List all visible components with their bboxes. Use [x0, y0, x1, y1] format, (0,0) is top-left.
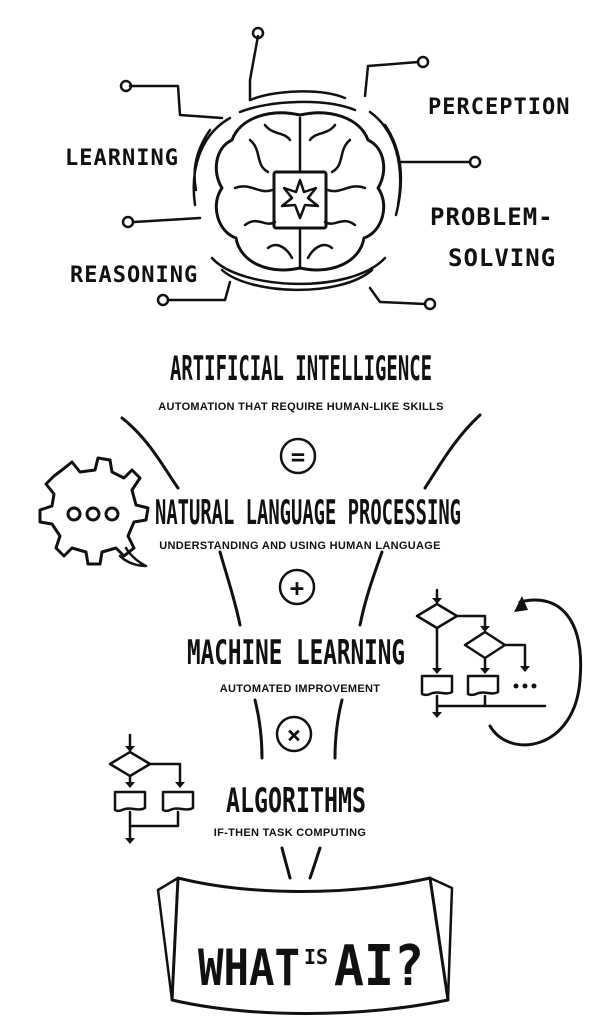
level-subtitle-ai: AUTOMATION THAT REQUIRE HUMAN-LIKE SKILL… [158, 401, 443, 413]
banner-word-what: WHAT [198, 939, 300, 997]
flowchart-loop-icon [415, 588, 583, 747]
banner-word-ai: AI? [334, 934, 424, 999]
label-solving: SOLVING [448, 244, 556, 272]
banner-word-is: IS [304, 945, 328, 969]
label-learning: LEARNING [65, 146, 179, 171]
funnel-outline [120, 413, 482, 880]
brain-chip-icon [192, 90, 403, 292]
level-title-ml: MACHINE LEARNING [187, 633, 405, 673]
equals-operator [279, 437, 317, 475]
level-subtitle-nlp: UNDERSTANDING AND USING HUMAN LANGUAGE [159, 540, 441, 552]
label-problem: PROBLEM- [430, 203, 554, 231]
operator-times: × [287, 721, 301, 749]
operator-plus: + [290, 574, 304, 602]
brain-connectors [119, 26, 482, 311]
times-operator [275, 715, 313, 753]
level-subtitle-ml: AUTOMATED IMPROVEMENT [220, 683, 381, 695]
label-reasoning: REASONING [70, 263, 198, 288]
plus-operator [278, 568, 316, 606]
level-title-nlp: NATURAL LANGUAGE PROCESSING [155, 493, 461, 533]
flowchart-icon [108, 733, 195, 844]
level-subtitle-algorithms: IF-THEN TASK COMPUTING [214, 827, 366, 839]
banner [156, 876, 454, 1015]
level-title-ai: ARTIFICIAL INTELLIGENCE [170, 349, 432, 389]
level-title-algorithms: ALGORITHMS [226, 781, 366, 821]
gear-speech-bubble-icon [38, 456, 150, 568]
operator-equals: = [291, 443, 305, 471]
label-perception: PERCEPTION [428, 95, 570, 120]
